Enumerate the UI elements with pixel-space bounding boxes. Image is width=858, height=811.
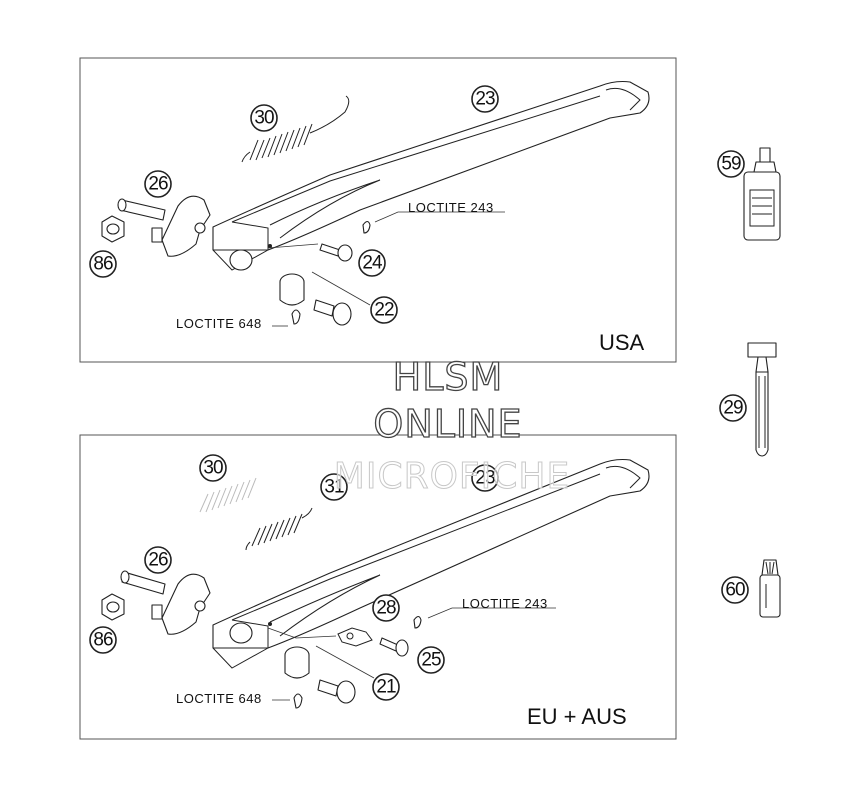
callout-59[interactable]: 59 xyxy=(721,154,742,175)
eu-callout-86[interactable]: 86 xyxy=(93,630,114,651)
eu-callout-86-circle xyxy=(89,626,117,654)
usa-region-label: USA xyxy=(599,330,645,355)
callout-26[interactable]: 26 xyxy=(148,174,169,195)
eu-bushing-part xyxy=(284,646,356,709)
eu-callout-28-circle xyxy=(372,594,400,622)
eu-callout-30[interactable]: 30 xyxy=(203,458,224,479)
callout-23[interactable]: 23 xyxy=(475,89,496,110)
eu-callout-31[interactable]: 31 xyxy=(324,477,345,498)
eu-callout-25-circle xyxy=(417,646,445,674)
small-tube-part xyxy=(759,559,781,618)
callout-24[interactable]: 24 xyxy=(362,253,384,274)
eu-callout-26-circle xyxy=(144,546,172,574)
callout-30-circle xyxy=(250,104,278,132)
eu-callout-23-circle xyxy=(471,464,499,492)
eu-screw-part xyxy=(379,615,422,657)
callout-59-circle xyxy=(717,150,745,178)
watermark-line-3: MICROFICHE xyxy=(334,456,570,497)
eu-callout-31-circle xyxy=(320,473,348,501)
eu-callout-21[interactable]: 21 xyxy=(376,677,397,698)
eu-loctite-243-label: LOCTITE 243 xyxy=(462,596,548,611)
usa-loctite-648-label: LOCTITE 648 xyxy=(176,316,262,331)
callout-86-circle xyxy=(89,250,117,278)
watermark-line-2: ONLINE xyxy=(373,402,522,446)
usa-panel: LOCTITE 243 LOCTITE 648 USA 30 23 26 86 … xyxy=(79,57,677,363)
callout-60-circle xyxy=(721,576,749,604)
eu-spring-31-part xyxy=(245,507,313,551)
eu-pivot-bore xyxy=(229,622,253,644)
nut-part xyxy=(101,215,125,243)
callout-29[interactable]: 29 xyxy=(723,398,744,419)
loctite-drop xyxy=(362,220,371,234)
eu-loctite-drop xyxy=(413,615,422,629)
eu-spring-30-part xyxy=(199,477,257,513)
callout-22-circle xyxy=(370,296,398,324)
callout-24-circle xyxy=(358,249,386,277)
eu-callout-26[interactable]: 26 xyxy=(148,550,169,571)
eu-callout-21-circle xyxy=(372,673,400,701)
side-stand-part xyxy=(212,80,650,271)
eu-callout-25[interactable]: 25 xyxy=(421,650,442,671)
t-tool-part xyxy=(747,342,777,457)
eu-panel: LOCTITE 243 LOCTITE 648 EU + AUS 30 31 2… xyxy=(79,434,677,740)
callout-29-circle xyxy=(719,394,747,422)
watermark: HLSM ONLINE MICROFICHE xyxy=(333,354,570,497)
callout-30[interactable]: 30 xyxy=(254,108,275,129)
screw-part xyxy=(319,220,371,262)
eu-nut-part xyxy=(101,593,125,621)
eu-callout-23[interactable]: 23 xyxy=(475,468,496,489)
eu-region-label: EU + AUS xyxy=(527,704,627,729)
eu-bracket-part xyxy=(120,570,211,635)
callout-26-circle xyxy=(144,170,172,198)
eu-loctite-drop-2 xyxy=(293,693,303,709)
callout-23-circle xyxy=(471,85,499,113)
eu-callout-30-circle xyxy=(199,454,227,482)
eu-side-stand-part xyxy=(212,458,650,669)
callout-22[interactable]: 22 xyxy=(374,300,395,321)
callout-60[interactable]: 60 xyxy=(725,580,746,601)
loctite-bottle-part xyxy=(743,147,781,241)
bracket-part xyxy=(117,195,211,257)
loctite-drop-2 xyxy=(291,309,301,325)
eu-callout-28[interactable]: 28 xyxy=(376,598,397,619)
eu-plate-part xyxy=(337,627,373,647)
pivot-bore xyxy=(229,249,253,271)
spring-part xyxy=(241,95,350,163)
callout-86[interactable]: 86 xyxy=(93,254,114,275)
bushing-part xyxy=(279,273,352,326)
watermark-line-1: HLSM xyxy=(393,355,504,399)
eu-loctite-648-label: LOCTITE 648 xyxy=(176,691,262,706)
usa-loctite-243-label: LOCTITE 243 xyxy=(408,200,494,215)
